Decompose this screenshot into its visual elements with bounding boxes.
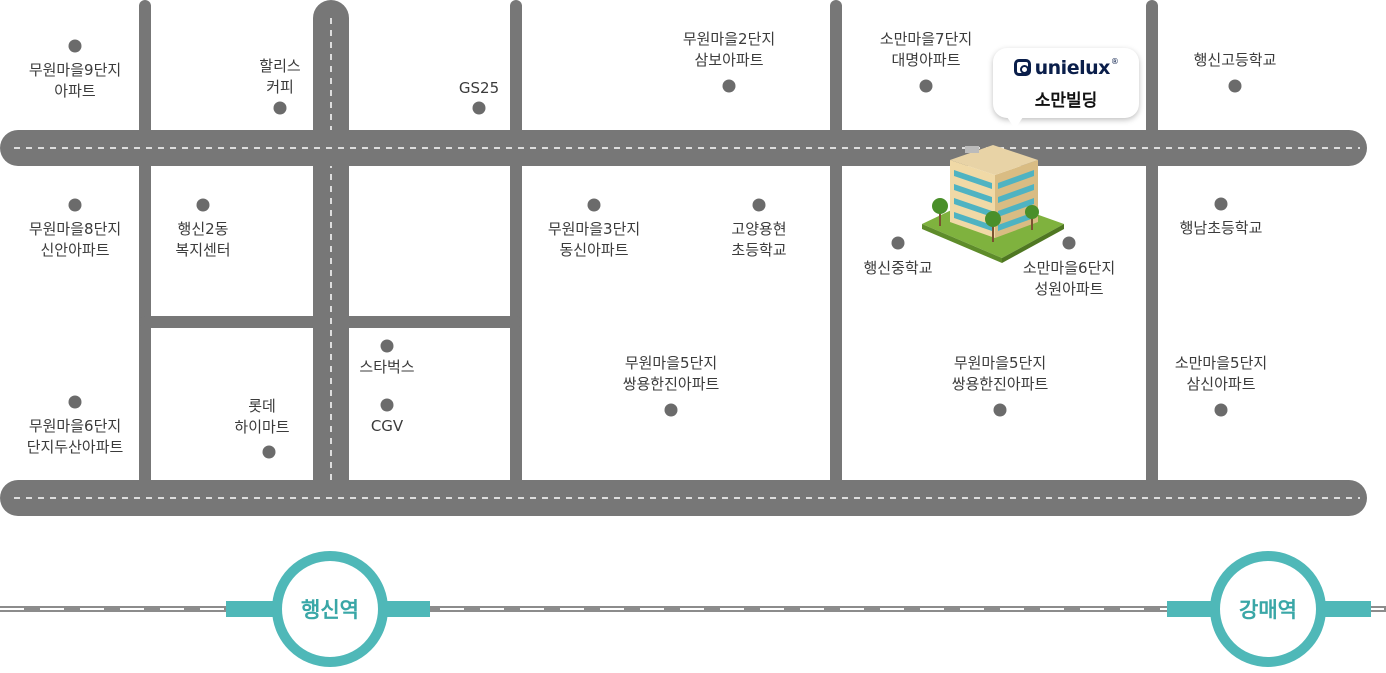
place-marker (273, 101, 287, 115)
place-marker (664, 403, 678, 417)
unielux-logo: unielux® (993, 57, 1139, 79)
place-marker (722, 79, 736, 93)
place-marker (752, 198, 766, 212)
station-gangmae[interactable]: 강매역 (1210, 551, 1326, 667)
place-marker (919, 79, 933, 93)
station-haengsin[interactable]: 행신역 (272, 551, 388, 667)
place-label: 행남초등학교 (1179, 219, 1263, 237)
place-marker (1228, 79, 1242, 93)
unielux-logo-icon (1013, 59, 1031, 76)
building-name: 소만빌딩 (1034, 91, 1098, 111)
place-marker (587, 198, 601, 212)
place-marker (68, 198, 82, 212)
place-marker (68, 39, 82, 53)
building-illustration (922, 145, 1064, 263)
place-label: 행신중학교 (863, 259, 933, 277)
place-marker (1062, 236, 1076, 250)
place-marker (262, 445, 276, 459)
place-marker (993, 403, 1007, 417)
place-marker (891, 236, 905, 250)
place-marker (1214, 403, 1228, 417)
place-marker (380, 339, 394, 353)
place-marker (380, 398, 394, 412)
place-label: CGV (370, 417, 404, 435)
place-marker (472, 101, 486, 115)
place-label: GS25 (458, 79, 500, 97)
building-callout: unielux® 소만빌딩 (993, 48, 1139, 129)
place-marker (1214, 197, 1228, 211)
place-label: 행신고등학교 (1193, 51, 1277, 69)
place-marker (196, 198, 210, 212)
place-marker (68, 395, 82, 409)
place-label: 스타벅스 (359, 358, 415, 376)
